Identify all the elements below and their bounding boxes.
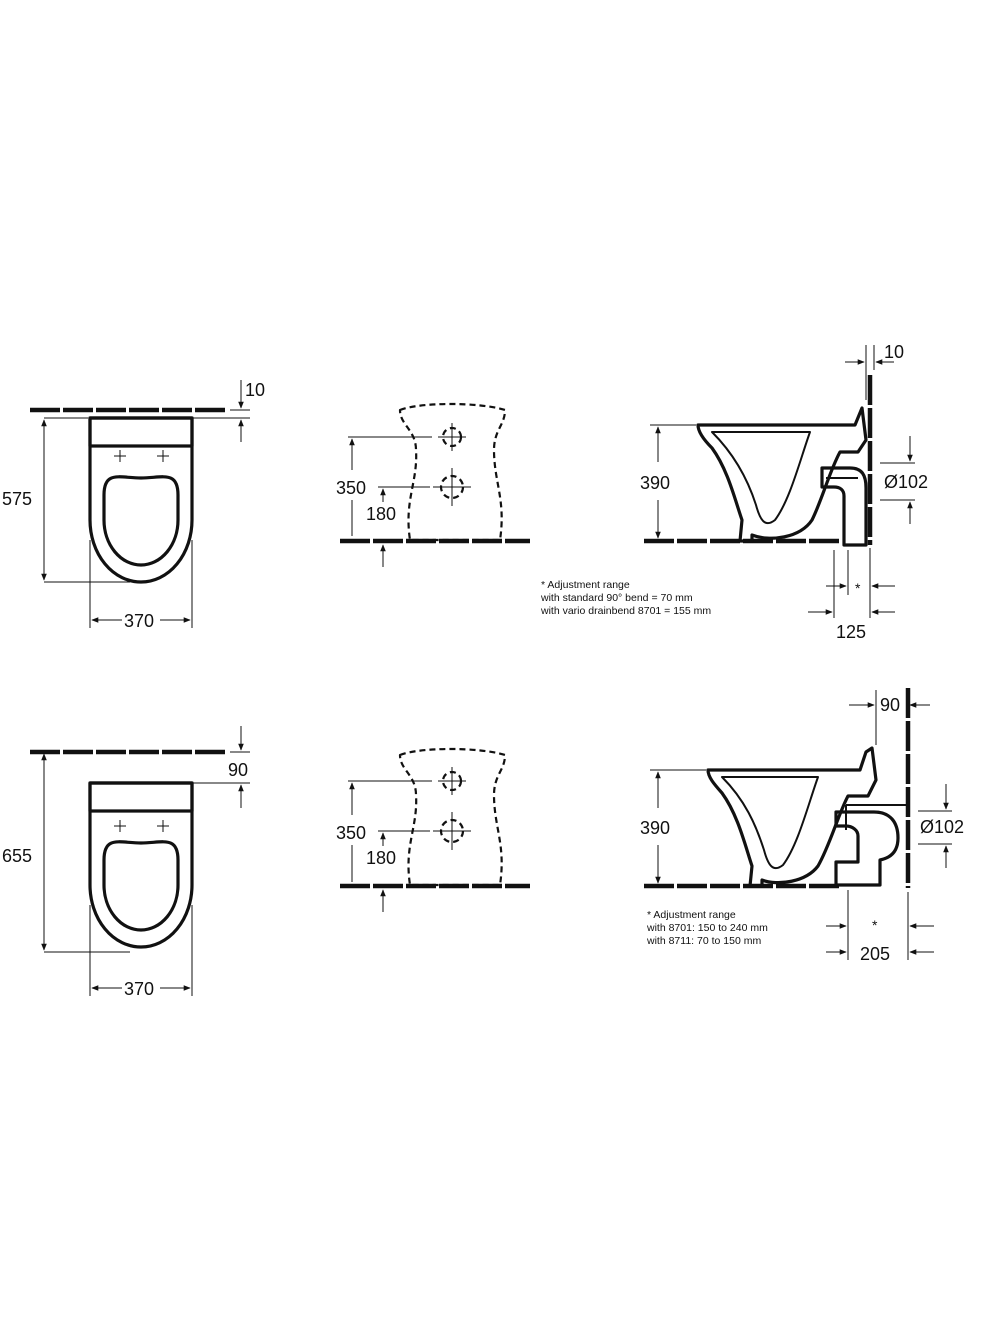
- dim-wall-gap-side-2: 90: [880, 695, 900, 715]
- pan-outline-dashed: [398, 747, 507, 887]
- note-line1-1: * Adjustment range: [541, 579, 630, 591]
- dim-height-350-1: 350: [336, 478, 366, 498]
- fixing-hole-mark: [114, 450, 169, 462]
- pan-profile: [706, 746, 878, 888]
- bowl-opening: [102, 475, 180, 567]
- dim-width-2: 370: [124, 979, 154, 999]
- outlet-bend: [834, 810, 900, 887]
- dim-height-350-2: 350: [336, 823, 366, 843]
- dim-depth-2: 655: [2, 846, 32, 866]
- dim-height-390-1: 390: [640, 473, 670, 493]
- note-line1-2: * Adjustment range: [647, 909, 736, 921]
- dim-outlet-distance-1: 125: [836, 622, 866, 642]
- note-line2-1: with standard 90° bend = 70 mm: [540, 592, 693, 604]
- asterisk-1: *: [855, 580, 861, 596]
- dim-height-390-2: 390: [640, 818, 670, 838]
- dim-wall-gap-1: 10: [245, 380, 265, 400]
- note-line3-2: with 8711: 70 to 150 mm: [646, 935, 761, 947]
- pan-profile: [696, 406, 868, 543]
- top-view-1: 575 370 10: [2, 380, 265, 631]
- cistern-rim: [88, 416, 194, 448]
- dim-wall-gap-2: 90: [228, 760, 248, 780]
- front-view-1: 350 180: [336, 402, 530, 567]
- front-view-2: 350 180: [336, 747, 530, 912]
- pan-outline-dashed: [398, 402, 507, 542]
- dim-outlet-diameter-2: Ø102: [920, 817, 964, 837]
- fixing-point-upper: [438, 767, 466, 795]
- dim-wall-gap-side-1: 10: [884, 342, 904, 362]
- dim-outlet-distance-2: 205: [860, 944, 890, 964]
- side-view-2: 390 Ø102 90 * 205 * Adjustment range wit…: [640, 688, 964, 964]
- dim-height-180-2: 180: [366, 848, 396, 868]
- dim-depth-1: 575: [2, 489, 32, 509]
- pan-inner-basin: [711, 431, 811, 525]
- note-line3-1: with vario drainbend 8701 = 155 mm: [540, 605, 711, 617]
- fixing-hole-mark: [114, 820, 169, 832]
- cistern-rim: [88, 781, 194, 813]
- top-view-2: 655 370 90: [2, 726, 250, 999]
- fixing-point-lower: [433, 812, 471, 850]
- side-view-1: 390 Ø102 10 * 125 * Adjustment range wit…: [540, 342, 928, 642]
- pan-inner-basin: [721, 776, 819, 870]
- dim-outlet-diameter-1: Ø102: [884, 472, 928, 492]
- fixing-point-lower: [433, 468, 471, 506]
- fixing-point-upper: [438, 423, 466, 451]
- dim-width-1: 370: [124, 611, 154, 631]
- bowl-outline: [88, 416, 194, 584]
- asterisk-2: *: [872, 917, 878, 933]
- bowl-opening: [102, 840, 180, 932]
- outlet-bend: [820, 466, 868, 547]
- dim-height-180-1: 180: [366, 504, 396, 524]
- bowl-outline: [88, 781, 194, 949]
- note-line2-2: with 8701: 150 to 240 mm: [646, 922, 768, 934]
